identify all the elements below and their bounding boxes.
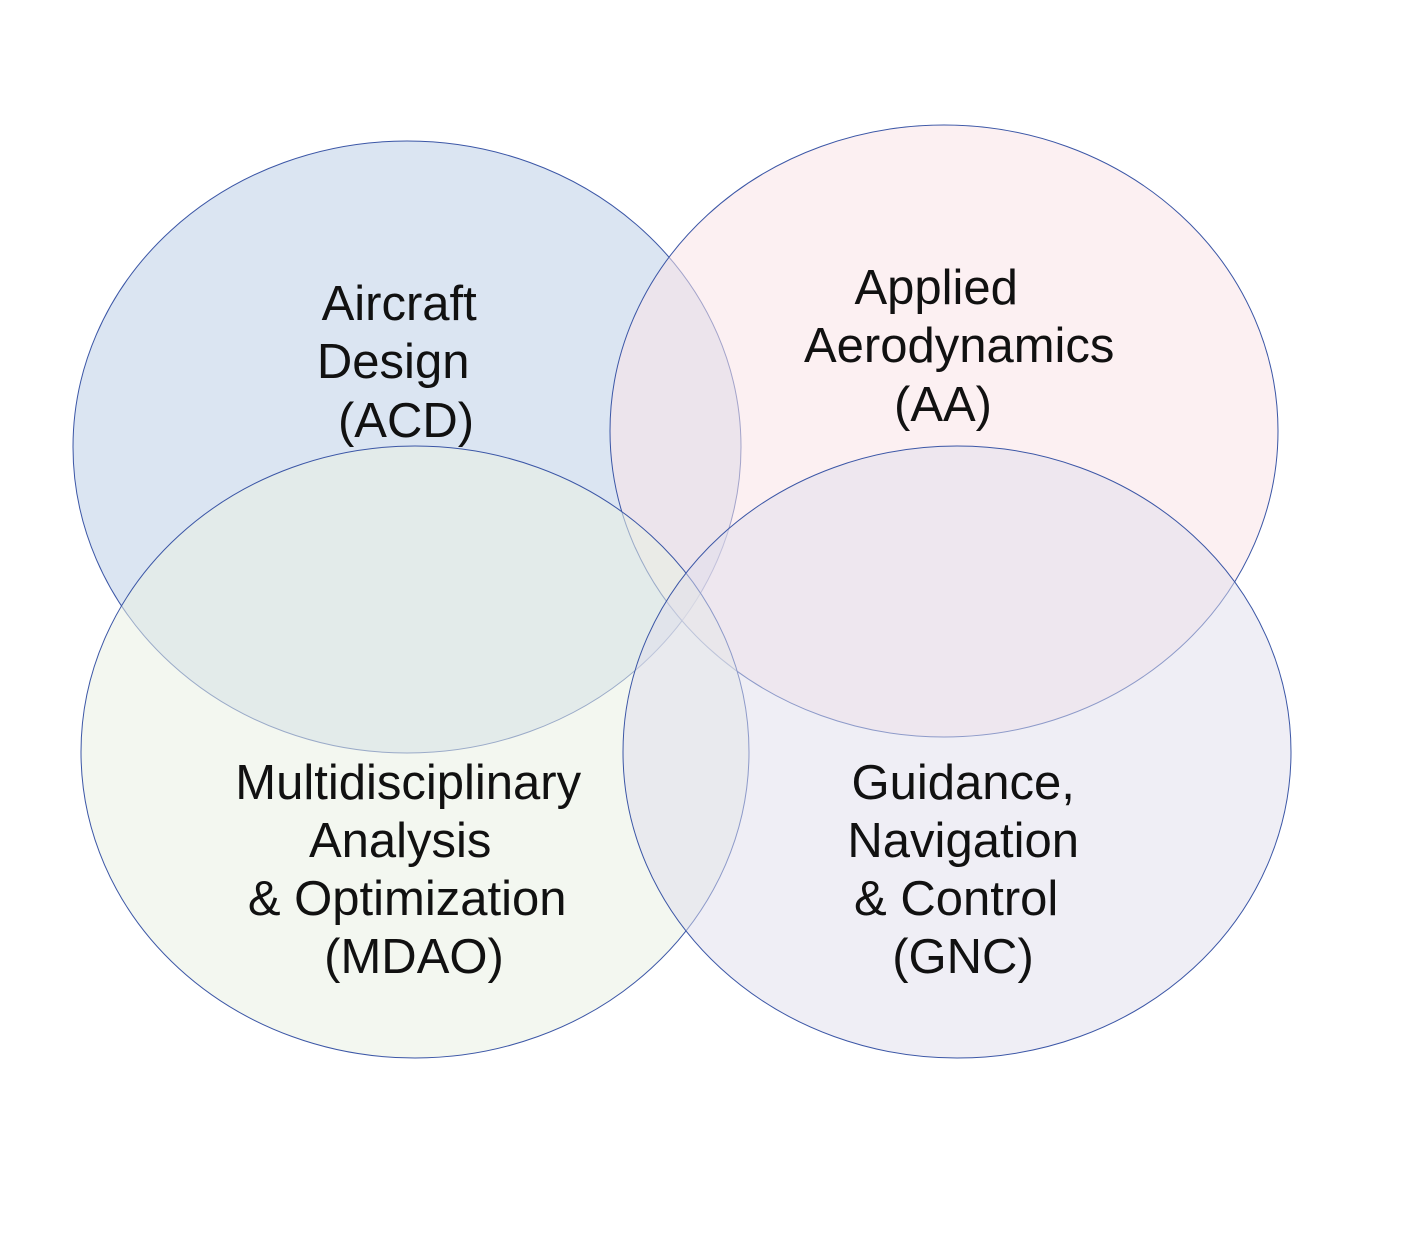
gnc-label-line: Navigation	[847, 814, 1079, 868]
gnc-label-line: & Control	[854, 872, 1058, 926]
acd-label: Aircraft Design (ACD)	[317, 277, 490, 448]
aa-label-line: (AA)	[894, 378, 992, 432]
mdao-label-line: Multidisciplinary	[235, 756, 581, 810]
mdao-label-line: (MDAO)	[324, 930, 504, 984]
acd-label-line: Aircraft	[322, 277, 478, 331]
mdao-label-line: Analysis	[309, 814, 491, 868]
gnc-label-line: Guidance,	[852, 756, 1075, 810]
acd-label-line: Design	[317, 335, 470, 389]
mdao-label: Multidisciplinary Analysis & Optimizatio…	[235, 756, 594, 984]
aa-label: Applied Aerodynamics (AA)	[804, 261, 1128, 432]
gnc-circle	[622, 445, 1292, 1059]
mdao-label-line: & Optimization	[248, 872, 567, 926]
aa-label-line: Applied	[854, 261, 1017, 315]
acd-label-line: (ACD)	[338, 394, 474, 448]
gnc-label: Guidance, Navigation & Control (GNC)	[847, 756, 1092, 984]
aa-label-line: Aerodynamics	[804, 319, 1114, 373]
gnc-label-line: (GNC)	[892, 930, 1034, 984]
